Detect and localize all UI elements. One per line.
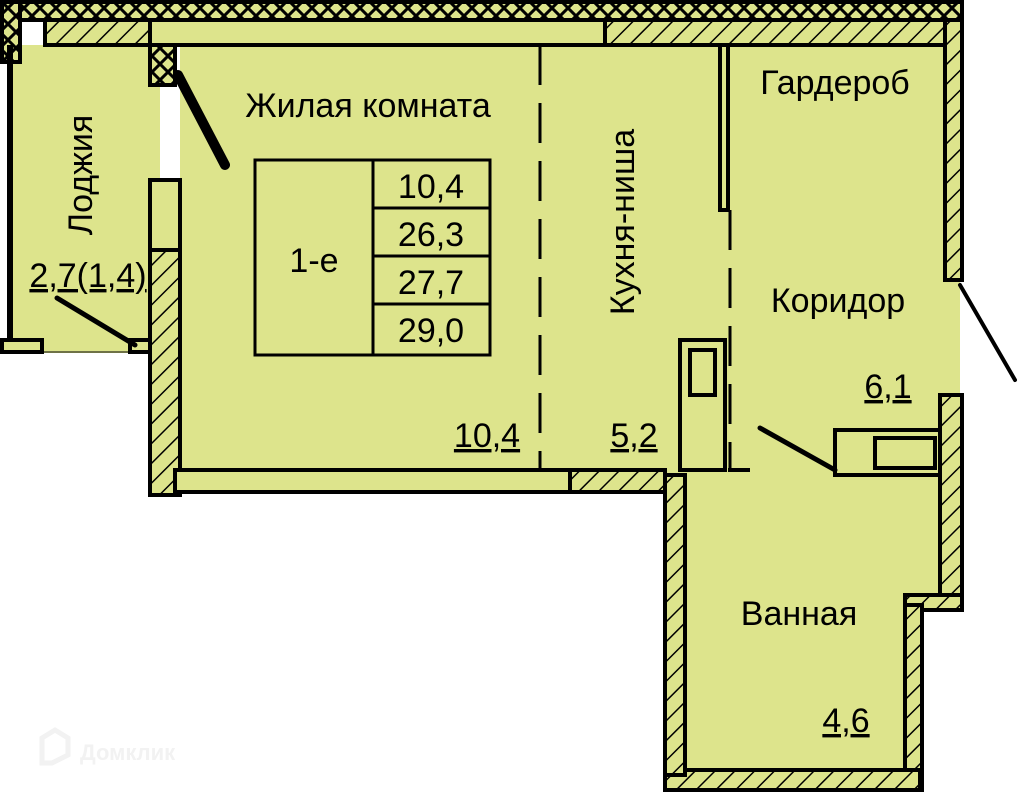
summary-table xyxy=(253,158,492,357)
domclick-logo-icon xyxy=(39,727,71,766)
wardrobe-partition xyxy=(718,43,730,212)
right-wall-upper xyxy=(943,18,964,282)
loggia-bottom-left xyxy=(0,338,44,354)
loggia-top-wall xyxy=(43,18,152,47)
bathroom-door-leaf[interactable] xyxy=(757,425,838,473)
balcony-door-frame xyxy=(148,178,182,252)
loggia-door-leaf[interactable] xyxy=(54,295,138,348)
doors xyxy=(54,70,1017,473)
kitchen-area: 5,2 xyxy=(610,417,657,455)
vent-box xyxy=(873,436,937,470)
bathroom-floor xyxy=(680,475,945,780)
walls xyxy=(0,0,964,792)
shaft-inner xyxy=(688,348,717,397)
corridor-area: 6,1 xyxy=(864,368,911,406)
bathroom-area: 4,6 xyxy=(822,702,869,740)
column xyxy=(148,43,177,87)
summary-total-with-loggia: 29,0 xyxy=(398,312,464,350)
balcony-door-leaf[interactable] xyxy=(173,70,230,170)
floor-fill xyxy=(10,40,960,780)
watermark-text: Домклик xyxy=(80,740,176,765)
main-floor xyxy=(180,40,960,475)
summary-living-area: 10,4 xyxy=(398,168,464,206)
right-wall-lower xyxy=(938,393,964,607)
top-wall-right xyxy=(603,18,947,47)
bottom-wall-right xyxy=(568,468,667,494)
summary-total-area: 27,7 xyxy=(398,264,464,302)
loggia-area: 2,7(1,4) xyxy=(29,257,146,295)
bathroom-label: Ванная xyxy=(741,595,857,633)
rooms-count: 1-е xyxy=(289,242,338,280)
loggia-partition xyxy=(148,248,182,497)
bath-bottom-wall xyxy=(663,768,922,792)
wardrobe-label: Гардероб xyxy=(760,64,910,102)
living-room-area: 10,4 xyxy=(454,417,520,455)
bath-left-wall xyxy=(663,473,687,777)
loggia-floor xyxy=(10,45,160,353)
entrance-door-leaf[interactable] xyxy=(958,283,1017,382)
loggia-label: Лоджия xyxy=(62,115,100,235)
kitchen-label: Кухня-ниша xyxy=(604,129,642,315)
summary-living-total: 26,3 xyxy=(398,216,464,254)
corridor-label: Коридор xyxy=(771,282,905,320)
bath-right-wall xyxy=(903,603,924,792)
top-outer-wall xyxy=(0,0,964,22)
living-room-label: Жилая комната xyxy=(245,87,491,125)
bottom-wall xyxy=(173,468,572,494)
